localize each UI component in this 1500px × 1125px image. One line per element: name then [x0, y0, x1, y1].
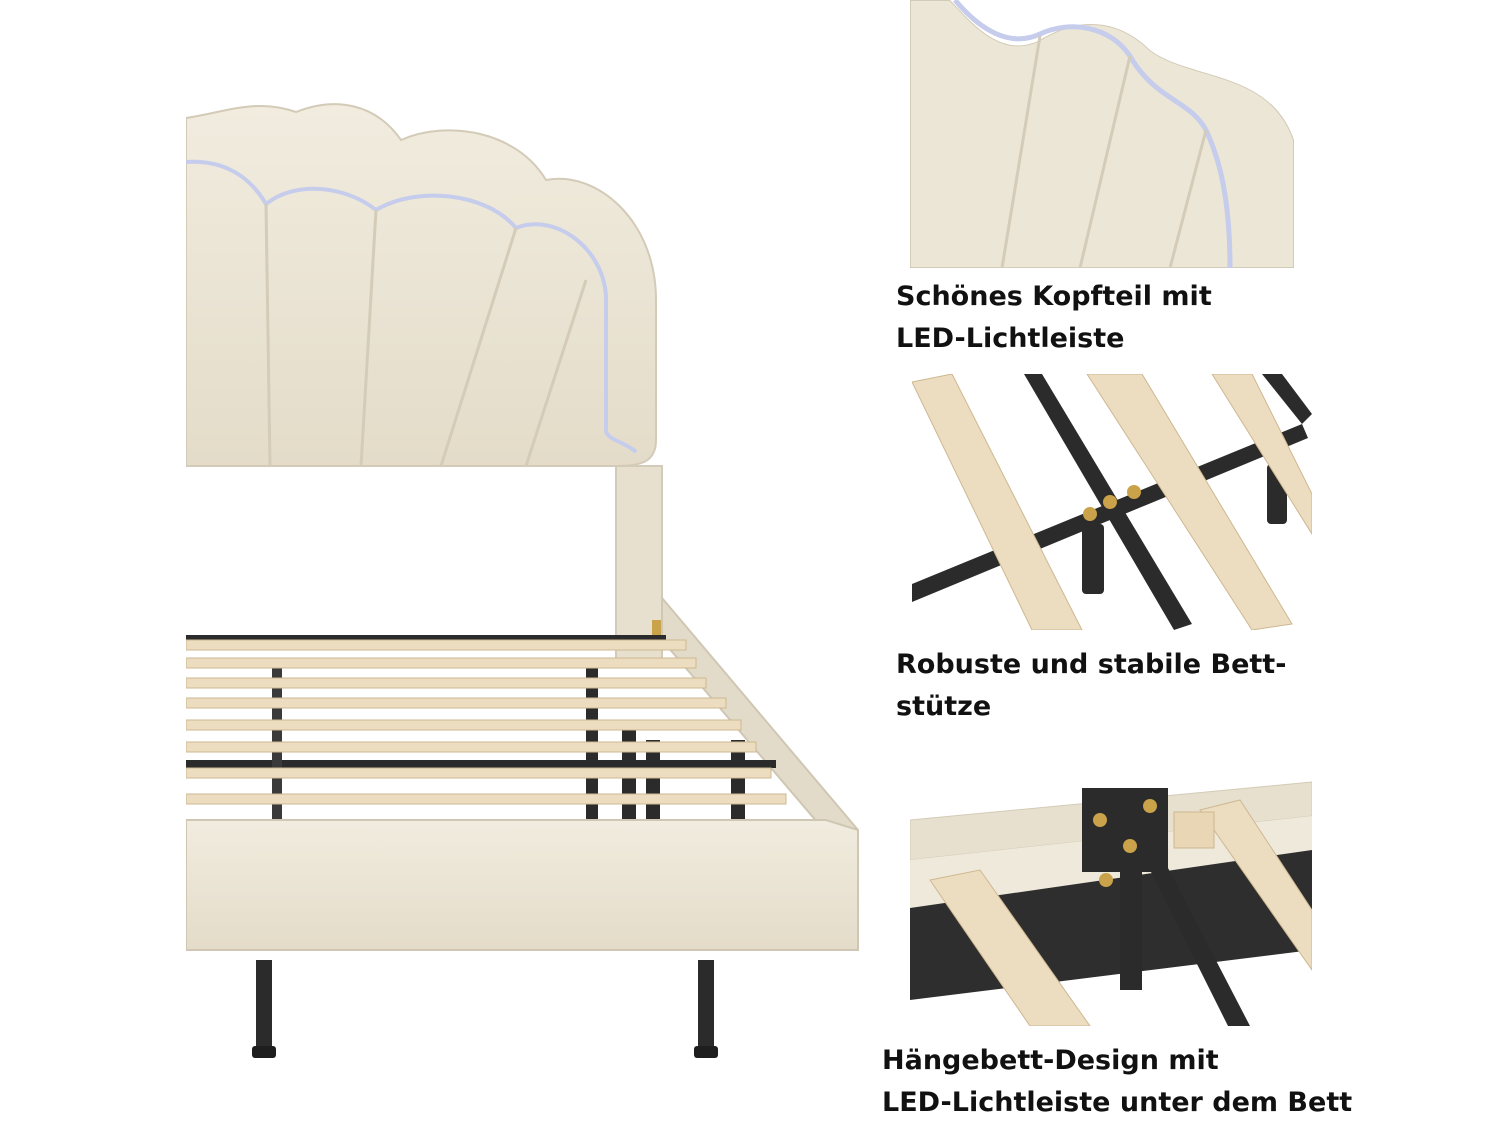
bed-illustration — [186, 103, 859, 1058]
caption-headboard: Schönes Kopfteil mit LED-Lichtleiste — [896, 276, 1212, 360]
floating-closeup — [910, 740, 1312, 1026]
caption-floating: Hängebett-Design mit LED-Lichtleiste unt… — [882, 1040, 1352, 1124]
bolt-icon — [1143, 799, 1157, 813]
caption-floating-line2: LED-Lichtleiste unter dem Bett — [882, 1087, 1353, 1118]
leg — [256, 960, 272, 1050]
led-strip — [186, 159, 638, 454]
caption-support-line1: Robuste und stabile Bett- — [896, 649, 1287, 680]
bolt-icon — [1127, 485, 1141, 499]
bolt-icon — [1093, 813, 1107, 827]
bracket — [1082, 788, 1168, 872]
caption-headboard-line2: LED-Lichtleiste — [896, 323, 1125, 354]
bolt-icon — [1103, 495, 1117, 509]
headboard-detail-image — [910, 0, 1294, 268]
caption-support: Robuste und stabile Bett- stütze — [896, 644, 1286, 728]
caption-floating-line1: Hängebett-Design mit — [882, 1045, 1219, 1076]
slats — [186, 639, 787, 805]
support-detail-image — [912, 374, 1312, 630]
bolt-icon — [1123, 839, 1137, 853]
foot-rail — [186, 819, 859, 951]
caption-headboard-line1: Schönes Kopfteil mit — [896, 281, 1212, 312]
support-closeup — [912, 374, 1312, 630]
floating-detail-image — [910, 740, 1312, 1026]
bolt-icon — [1083, 507, 1097, 521]
caption-support-line2: stütze — [896, 691, 992, 722]
headboard — [186, 103, 657, 467]
bed-main-image — [186, 100, 876, 1090]
metal-frame — [186, 635, 776, 840]
headboard-closeup — [910, 0, 1294, 268]
bolt-icon — [1099, 873, 1113, 887]
leg — [698, 960, 714, 1050]
